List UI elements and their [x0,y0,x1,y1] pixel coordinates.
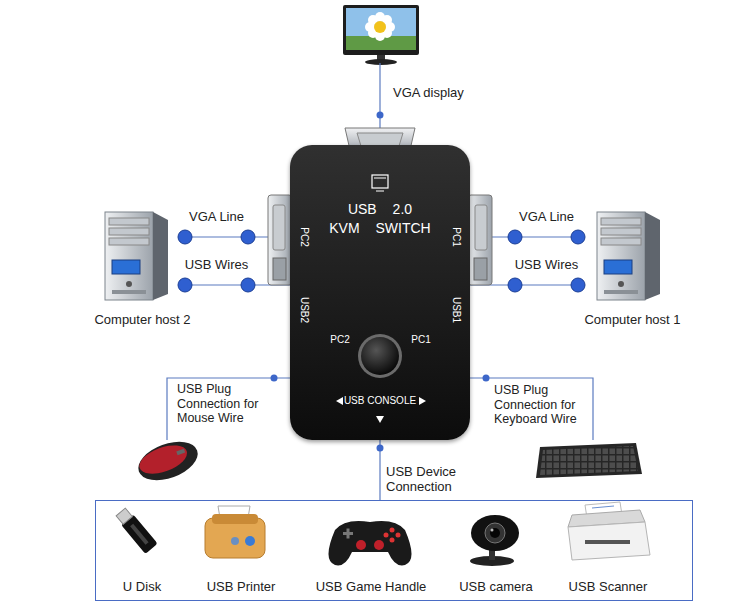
node-text: Computer host 2 [94,312,190,327]
node-text: PC2 [298,227,310,246]
connector-dot [377,112,384,119]
computer-illustration [105,212,168,300]
edge-label: USB Wires [185,257,249,272]
node-text: USB Scanner [569,579,648,594]
node-text: USB Printer [207,579,276,594]
kvm-switch: USB 2.0 KVM SWITCHPC2PC1USB2USB1PC2PC1US… [290,145,470,440]
connector-dot [508,278,522,292]
connector [167,378,290,440]
connector-dot [483,375,490,382]
node-text: USB Plug Connection for Keyboard Wire [494,383,594,427]
node-text: VGA display [393,85,464,100]
vga-display: VGA display [343,5,419,63]
connector-dot [571,230,585,244]
connector-dot [508,230,522,244]
computer-illustration [597,212,660,300]
node-text: PC1 [450,227,462,246]
node-text: USB Game Handle [316,579,427,594]
device-box: USB Device ConnectionU DiskUSB PrinterUS… [95,500,693,601]
connector-dot [241,278,255,292]
connector [470,378,593,440]
node-text: USB1 [450,297,462,323]
computer-host: Computer host 1 [578,208,663,303]
camera-illustration [470,515,519,566]
node-text: USB Device Connection [386,464,462,494]
computer-host: Computer host 2 [100,208,185,303]
connector-dot [178,230,192,244]
node-text: USB CONSOLE [344,395,416,407]
node-text: USB camera [459,579,533,594]
usb-device: USB camera [446,505,546,597]
node-text: Computer host 1 [584,312,680,327]
keyboard-illustration [536,443,642,478]
monitor-illustration [343,5,419,65]
edge-label: USB Wires [515,257,579,272]
mouse-illustration [133,434,203,487]
game-handle-illustration [329,521,412,565]
node-text: USB Plug Connection for Mouse Wire [177,382,272,426]
connector-dot [377,445,384,452]
node-text: U Disk [123,579,161,594]
node-text: PC1 [411,334,430,346]
connector-dot [271,375,278,382]
node-text: PC2 [330,334,349,346]
side-port [468,195,492,285]
connector-dot [571,278,585,292]
keyboard: USB Plug Connection for Keyboard Wire [533,440,643,482]
usb-device: USB Game Handle [311,505,431,597]
side-port [268,195,292,285]
usb-device: USB Printer [196,505,286,597]
printer-illustration [205,506,265,558]
scanner-illustration [568,502,650,560]
edge-label: VGA Line [189,209,244,224]
node-text: USB2 [298,297,310,323]
u-disk-illustration [115,507,158,554]
usb-device: USB Scanner [558,505,658,597]
usb-device: U Disk [111,505,173,597]
connector-dot [241,230,255,244]
node-text: USB 2.0 KVM SWITCH [327,200,433,238]
mouse: USB Plug Connection for Mouse Wire [130,440,205,485]
edge-label: VGA Line [519,209,574,224]
connector-dot [178,278,192,292]
